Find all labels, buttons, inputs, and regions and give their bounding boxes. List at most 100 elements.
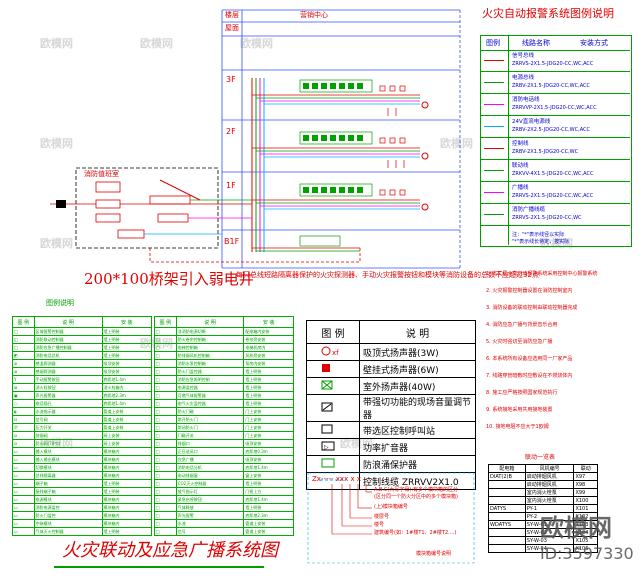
- table-row: □区域报警控制器墙上明装: [12, 327, 153, 336]
- note-line: 7. 线路穿管暗敷时应敷设在不燃烧体内: [486, 373, 573, 379]
- table-row: ▭接线端子箱墙上明装: [12, 487, 153, 496]
- red-note: 每只总线短路隔离器保护的火灾探测器、手动火灾报警按钮和模块等消防设备的总数不应超…: [236, 271, 539, 279]
- table-row: □气体释放墙上明装: [154, 503, 294, 512]
- table-row: ▭输入模块模块箱内: [12, 447, 153, 456]
- svg-text:xf: xf: [332, 349, 339, 357]
- line-name: 24V直流电源线: [512, 119, 551, 125]
- speaker-symbols: [421, 101, 429, 211]
- table-row: □排烟口吸顶安装: [154, 439, 294, 448]
- line-sample: [484, 82, 504, 83]
- device-symbols-red: [379, 85, 406, 196]
- watermark-brand: 欧模网: [540, 514, 612, 542]
- table-row: ▭端子箱墙上明装: [12, 479, 153, 488]
- fire-room-box: [75, 167, 219, 249]
- table-row: ⊡信号阀管道上安装: [12, 415, 153, 424]
- surge-icon: [306, 455, 360, 473]
- legend3-row: 壁挂式扬声器(6W): [306, 360, 476, 378]
- table-row: ◩消防电话总机墙上明装: [12, 351, 153, 360]
- table-row: □消防电话分机底距地1.4m: [154, 463, 294, 472]
- line-sample: [484, 60, 504, 61]
- table-row: ▭输入输出模块模块箱内: [12, 455, 153, 464]
- note-line: 6. 本系统所有设备应选用同一厂家产品: [486, 356, 573, 362]
- floor-1f: 1F: [226, 181, 236, 190]
- table-row: ⊖防火阀(70℃)阀上安装: [12, 439, 153, 448]
- bus-b1f: [252, 247, 360, 252]
- table-row: □常开防火门门上安装: [154, 415, 294, 424]
- watermark-tile: 欧模网: [440, 137, 473, 150]
- line-spec: ZRRVS-2X1.5-JDG20-CC,WC,ACC: [512, 61, 594, 67]
- watermark-tile: 欧模网: [240, 37, 273, 50]
- table-row: ▭总线隔离器模块箱内: [12, 471, 153, 480]
- device-symbols: [303, 83, 363, 193]
- table-row: □门磁开关门上安装: [154, 431, 294, 440]
- table-row: □电源监控器墙上明装: [154, 383, 294, 392]
- table-row: ▣声光报警器底距地2.3m: [12, 391, 153, 400]
- table-row: □正压送风口底距地0.3m: [154, 447, 294, 456]
- watermark-tile: 欧模网: [40, 37, 73, 50]
- table-row: □信号管道上安装: [154, 527, 294, 536]
- bus-2f: [252, 147, 420, 158]
- table-row: □电梯控制箱电梯机房内: [154, 343, 294, 352]
- table-row: ▭防火门监控模块箱内: [12, 511, 153, 520]
- table-row: □防火卷帘控制箱卷帘旁安装: [154, 335, 294, 344]
- table-row: ◫消防联动控制器墙上明装: [12, 335, 153, 344]
- b1-link: [149, 248, 361, 263]
- watermark-tile: 欧模网: [40, 137, 73, 150]
- legend3-row: ▷功率扩音器: [306, 438, 476, 456]
- right-legend-title: 火灾自动报警系统图例说明: [482, 7, 614, 20]
- line-spec: ZRBV-2X2.5-JDG20-CC,WC,ACC: [512, 127, 591, 133]
- table-row: ▭切换模块模块箱内: [12, 463, 153, 472]
- line-spec: ZRKVV-4X1.5-JDG20-CC,WC,ACC: [512, 171, 594, 177]
- line-name: 控制线: [512, 141, 529, 147]
- table-row: ◐水流指示器管道上安装: [12, 407, 153, 416]
- right-legend-h2: 安装方式: [580, 39, 608, 47]
- line-sample: [484, 170, 504, 171]
- table-row: □防排烟风机控制箱风机旁安装: [154, 351, 294, 360]
- svg-text:▷: ▷: [324, 444, 329, 451]
- bottom-title: 火灾联动及应急广播系统图: [62, 540, 278, 561]
- right-legend-h1: 线路名称: [522, 39, 550, 47]
- amp-icon: ▷: [306, 438, 360, 456]
- table-row: ○电话插孔底距地1.4m: [12, 399, 153, 408]
- table-row: ▭气体灭火控制器墙上明装: [12, 527, 153, 536]
- watermark-tile: 欧模网: [40, 237, 73, 250]
- line-sample: [484, 104, 504, 105]
- table-row: □电气火灾监控器墙上明装: [154, 399, 294, 408]
- note-line: 4. 消防应急广播与背景音乐合用: [486, 322, 558, 328]
- call-icon: [306, 421, 360, 439]
- table-row: □应急广播吸顶安装: [154, 455, 294, 464]
- table-row: □防火门监控器墙上明装: [154, 367, 294, 376]
- line-name: 消防广播线缆: [512, 207, 546, 213]
- fire-room-wiring: [50, 199, 252, 235]
- line-spec: ZRBV-2X1.5-JDG20-CC,WC,ACC: [512, 83, 591, 89]
- line-name: 联动线: [512, 163, 529, 169]
- table-row: □CO2灭火控制器墙上明装: [154, 479, 294, 488]
- line-spec: ZRRVVP-2X1.5-JDG20-CC,WC,ACC: [512, 105, 597, 111]
- bus-1f: [252, 199, 420, 210]
- line-name: 消防电话线: [512, 97, 540, 103]
- legend3-header-desc: 说 明: [359, 320, 476, 344]
- table-row: ⊞消火栓按钮消火栓箱内: [12, 383, 153, 392]
- riser-lines: [251, 78, 265, 252]
- note-line: 5. 火灾时强切至消防应急广播: [486, 339, 553, 345]
- line-sample: [484, 126, 504, 127]
- code-explanation: Zx----- xxx x x A.B.C(大写字母):有多个模块箱的区分 (区…: [306, 472, 476, 564]
- table-row: ⊕感温探测器吸顶安装: [12, 359, 153, 368]
- xf-icon: xf: [306, 343, 360, 361]
- note-line: 8. 施工应严格按照国家规范执行: [486, 390, 558, 396]
- line-spec: ZRRVS-2X1.5-JDG20-CC,WC: [512, 215, 582, 221]
- floor-3f: 3F: [226, 75, 236, 84]
- table-row: □放气指示灯门框上方: [154, 487, 294, 496]
- linkage-title: 联动一览表: [525, 454, 556, 461]
- legend3-row: 带强切功能的现场音量调节器: [306, 394, 476, 422]
- table-row: □非消防电源切断配电箱内安装: [154, 327, 294, 336]
- legend3-header-sym: 图 例: [306, 320, 360, 344]
- line-name: 电源总线: [512, 75, 535, 81]
- floor-roof: 屋面: [225, 24, 239, 32]
- note-line: 1. 本工程火灾自动报警系统采用控制中心报警系统: [486, 271, 598, 277]
